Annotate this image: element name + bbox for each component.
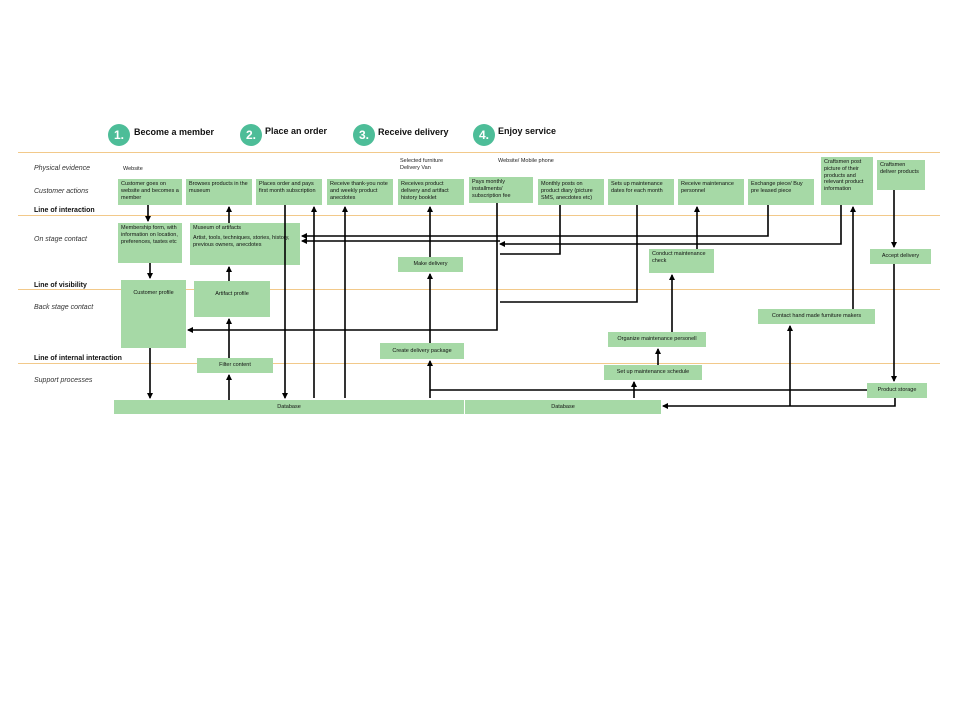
backstage-contact-makers: Contact hand made furniture makers <box>758 309 875 324</box>
arrow-posts-to-museum-a <box>500 205 561 255</box>
action-craftsmen-post: Craftsmen post picture of their products… <box>821 157 873 205</box>
support-setup-schedule: Set up maintenance schedule <box>604 365 702 380</box>
line-label-interaction: Line of interaction <box>34 207 95 214</box>
row-label-physical-evidence: Physical evidence <box>34 165 91 172</box>
action-exchange-piece: Exchange piece/ Buy pre leased piece <box>748 179 814 205</box>
backstage-create-package: Create delivery package <box>380 343 464 359</box>
evidence-mobile: Website/ Mobile phone <box>498 158 554 164</box>
arrow-pay-to-profile <box>187 203 498 333</box>
backstage-organize-personnel: Organize maintenance personell <box>608 332 706 347</box>
backstage-artifact-profile: Artifact profile <box>194 281 270 317</box>
onstage-accept-delivery: Accept delivery <box>870 249 931 264</box>
step-2-label: Place an order <box>265 126 328 136</box>
arrow-post-to-museum <box>499 205 842 247</box>
backstage-customer-profile: Customer profile <box>121 280 186 348</box>
onstage-make-delivery: Make delivery <box>398 257 463 272</box>
step-4-number: 4. <box>473 124 495 146</box>
line-label-visibility: Line of visibility <box>34 282 87 289</box>
onstage-conduct-maintenance: Conduct maintenance check <box>649 249 714 273</box>
onstage-museum: Museum of artifacts Artist, tools, techn… <box>190 223 300 265</box>
action-monthly-posts: Monthly posts on product diary (picture … <box>538 179 604 205</box>
onstage-museum-title: Museum of artifacts <box>193 225 241 231</box>
evidence-website: Website <box>123 166 143 172</box>
action-pay-installments: Pays monthly installments/ subscription … <box>469 177 533 203</box>
support-product-storage: Product storage <box>867 383 927 398</box>
line-label-internal: Line of internal interaction <box>34 355 122 362</box>
action-craftsmen-deliver: Craftsmen deliver products <box>877 160 925 190</box>
onstage-museum-detail: Artist, tools, techniques, stories, hist… <box>193 234 290 248</box>
row-label-on-stage: On stage contact <box>34 236 87 243</box>
line-of-interaction <box>18 215 940 216</box>
action-place-order: Places order and pays first month subscr… <box>256 179 322 205</box>
row-label-back-stage: Back stage contact <box>34 304 94 311</box>
row-label-customer-actions: Customer actions <box>34 188 89 195</box>
action-receive-delivery: Receives product delivery and artifact h… <box>398 179 464 205</box>
evidence-van: Selected furniture Delivery Van <box>400 158 444 171</box>
action-receive-note: Receive thank-you note and weekly produc… <box>327 179 393 205</box>
onstage-membership-form: Membership form, with information on loc… <box>118 223 182 263</box>
line-of-visibility <box>18 289 940 290</box>
support-database-1: Database <box>114 400 464 414</box>
row-label-support: Support processes <box>34 377 93 384</box>
action-setup-maintenance: Sets up maintenance dates for each month <box>608 179 674 205</box>
line-of-internal-interaction <box>18 363 940 364</box>
step-3-label: Receive delivery <box>378 127 449 137</box>
step-2-number: 2. <box>240 124 262 146</box>
arrow-exchange-to-museum <box>301 205 769 239</box>
action-receive-personnel: Receive maintenance personnel <box>678 179 744 205</box>
divider-top <box>18 152 940 153</box>
support-filter-content: Filter content <box>197 358 273 373</box>
step-1-label: Become a member <box>134 127 215 137</box>
arrow-setup-link <box>500 205 638 303</box>
action-become-member: Customer goes on website and becomes a m… <box>118 179 182 205</box>
action-browse-products: Browses products in the museum <box>186 179 252 205</box>
step-4-label: Enjoy service <box>498 126 557 136</box>
arrow-storage-to-database <box>662 398 896 409</box>
step-3-number: 3. <box>353 124 375 146</box>
support-database-2: Database <box>465 400 661 414</box>
step-1-number: 1. <box>108 124 130 146</box>
